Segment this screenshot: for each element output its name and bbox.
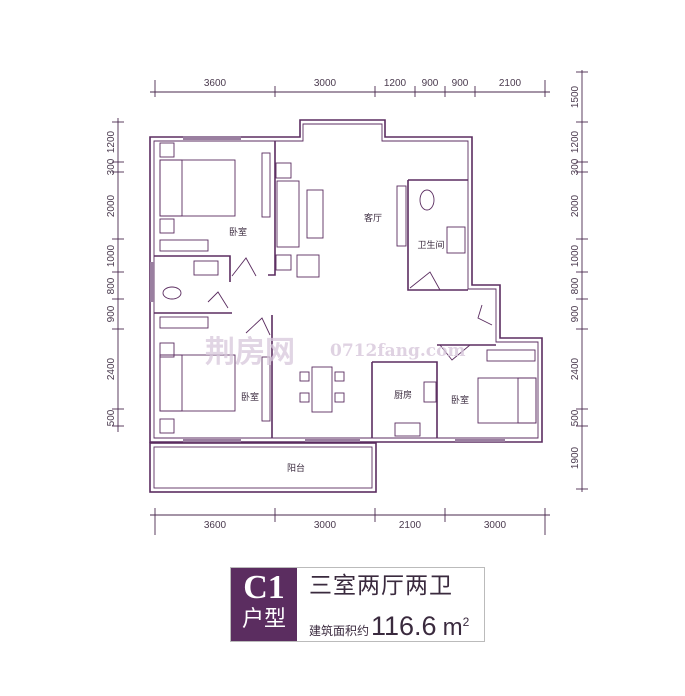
dimension-left: 1200 300 2000 1000 800 900 2400 500 <box>106 118 124 432</box>
dim-top-5: 900 <box>452 78 469 89</box>
dim-left-2: 300 <box>106 158 117 175</box>
unit-type-code: C1 <box>243 569 285 606</box>
interior-walls <box>154 141 496 438</box>
dim-top-2: 3000 <box>314 78 337 89</box>
outer-walls <box>149 119 543 443</box>
dim-right-2: 1200 <box>570 130 581 153</box>
dim-right-10: 1900 <box>570 446 581 469</box>
dim-right-8: 2400 <box>570 357 581 380</box>
unit-type-label: 户型 <box>241 607 286 632</box>
dim-top-3: 1200 <box>384 78 407 89</box>
furniture <box>159 142 537 437</box>
area-label: 建筑面积约 <box>309 624 370 638</box>
room-label-kitchen: 厨房 <box>394 389 412 401</box>
dim-right-4: 2000 <box>570 194 581 217</box>
dimension-bottom: 3600 3000 2100 3000 <box>150 508 550 535</box>
room-label-bathroom: 卫生间 <box>417 239 444 251</box>
dim-right-5: 1000 <box>570 244 581 267</box>
dim-left-7: 2400 <box>106 357 117 380</box>
dim-right-7: 900 <box>570 305 581 322</box>
dim-left-8: 500 <box>106 409 117 426</box>
dim-left-5: 800 <box>106 277 117 294</box>
room-label-balcony: 阳台 <box>287 462 305 474</box>
dim-bottom-2: 3000 <box>314 520 337 531</box>
doors <box>207 257 493 361</box>
dim-bottom-1: 3600 <box>204 520 227 531</box>
area-unit: m2 <box>443 614 470 641</box>
area-unit-superscript: 2 <box>462 615 470 629</box>
dim-bottom-4: 3000 <box>484 520 507 531</box>
dim-right-9: 500 <box>570 409 581 426</box>
unit-type-badge: C1 户型 <box>231 568 297 641</box>
dim-left-6: 900 <box>106 305 117 322</box>
watermark-url: 0712fang.com <box>330 341 466 361</box>
dim-top-1: 3600 <box>204 78 227 89</box>
balcony <box>149 442 377 493</box>
windows <box>150 136 505 443</box>
room-label-bedroom-1: 卧室 <box>229 226 247 238</box>
dim-bottom-3: 2100 <box>399 520 422 531</box>
dim-left-3: 2000 <box>106 194 117 217</box>
dimension-top: 3600 3000 1200 900 900 2100 <box>150 78 550 97</box>
floor-plan: 3600 3000 1200 900 900 2100 3600 3000 21… <box>106 70 588 535</box>
area-value: 116.6 <box>371 611 437 641</box>
layout-description: 三室两厅两卫 <box>309 573 453 599</box>
area-unit-text: m <box>442 614 463 641</box>
room-label-bedroom-2: 卧室 <box>241 391 259 403</box>
dimension-right: 1500 1200 300 2000 1000 800 900 2400 500… <box>570 70 588 492</box>
dim-right-3: 300 <box>570 158 581 175</box>
watermark-brand: 荆房网 <box>205 335 295 370</box>
room-label-bedroom-3: 卧室 <box>451 394 469 406</box>
dim-left-1: 1200 <box>106 130 117 153</box>
dim-left-4: 1000 <box>106 244 117 267</box>
room-label-living-room: 客厅 <box>364 212 382 224</box>
dim-top-4: 900 <box>422 78 439 89</box>
dim-right-6: 800 <box>570 277 581 294</box>
dim-top-6: 2100 <box>499 78 522 89</box>
dim-right-1: 1500 <box>570 85 581 108</box>
